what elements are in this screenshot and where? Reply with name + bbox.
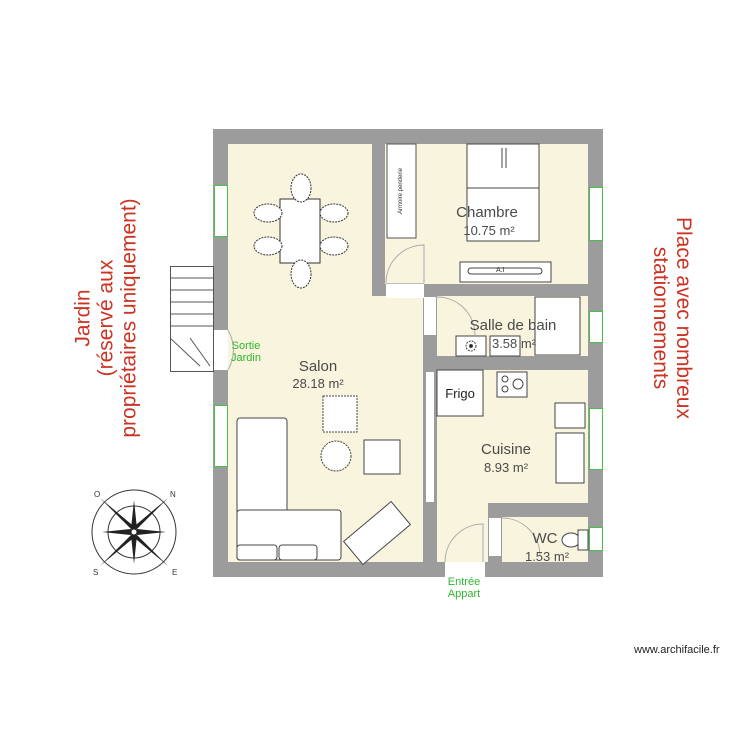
window-bain: [589, 311, 603, 343]
door-chambre[interactable]: [386, 283, 424, 298]
window-cuisine: [589, 408, 603, 470]
ac-label: A.I: [496, 267, 505, 274]
room-area-wc: 1.53 m²: [524, 549, 570, 564]
room-area-salle-de-bain: 3.58 m²: [491, 336, 537, 351]
compass-e: E: [172, 568, 177, 577]
door-sortie-jardin[interactable]: [213, 330, 228, 370]
credit-text: www.archifacile.fr: [634, 644, 720, 656]
room-name-salle-de-bain: Salle de bain: [469, 317, 557, 334]
bed: [466, 143, 540, 242]
armoire: [386, 143, 417, 239]
window-chambre: [589, 187, 603, 241]
bathroom-fixtures: [455, 296, 581, 357]
compass-rose: O N E S: [91, 489, 177, 577]
frigo-label: Frigo: [445, 386, 475, 401]
dining-table: [253, 173, 349, 289]
wall-bottom: [213, 562, 603, 577]
kitchen-fixtures: [436, 369, 586, 484]
living-furniture: [320, 395, 412, 566]
wall-wc-top: [488, 503, 588, 517]
wall-top: [213, 129, 603, 144]
compass-o: O: [94, 490, 100, 499]
room-name-salon: Salon: [298, 358, 338, 375]
room-area-cuisine: 8.93 m²: [483, 460, 529, 475]
parking-label: Place avec nombreux stationnements: [649, 217, 695, 419]
stairs: [170, 266, 214, 372]
room-name-cuisine: Cuisine: [480, 441, 532, 458]
wall-bain-cuisine: [423, 356, 588, 370]
toilet: [561, 529, 589, 551]
armoire-label: Armoire penderie: [398, 167, 404, 215]
door-swings: [227, 244, 541, 563]
room-name-chambre: Chambre: [456, 204, 518, 221]
sortie-jardin-label: Sortie Jardin: [231, 340, 261, 364]
window-salon-top: [214, 185, 228, 237]
entree-appart-label: Entrée Appart: [447, 576, 481, 600]
sofa: [236, 417, 342, 561]
wall-chambre-left: [372, 144, 385, 296]
door-wc[interactable]: [489, 518, 501, 556]
opening-salon-cuisine: [426, 372, 434, 502]
room-area-chambre: 10.75 m²: [463, 223, 515, 238]
room-name-wc: WC: [532, 530, 558, 547]
compass-s: S: [93, 568, 98, 577]
jardin-label: Jardin (réservé aux propriétaires unique…: [71, 198, 141, 438]
door-bain[interactable]: [424, 297, 436, 335]
room-area-salon: 28.18 m²: [292, 376, 344, 391]
wall-chambre-bottom: [372, 284, 588, 296]
window-salon-bottom: [214, 405, 228, 467]
door-entree[interactable]: [445, 562, 485, 577]
window-wc: [589, 527, 603, 551]
compass-n: N: [170, 490, 176, 499]
